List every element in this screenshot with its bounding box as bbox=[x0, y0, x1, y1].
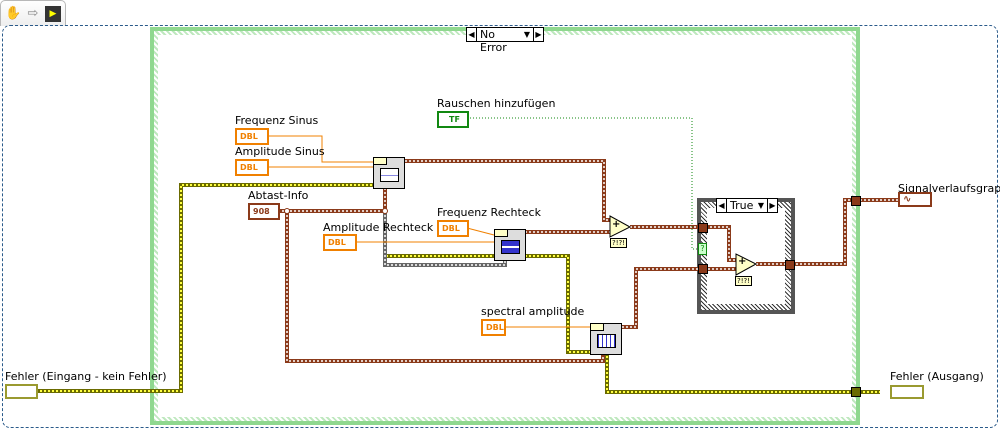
inner-tunnel-1 bbox=[698, 223, 708, 233]
dropdown-arrow-icon[interactable]: ▼ bbox=[523, 30, 530, 39]
numeric-wire bbox=[266, 135, 590, 328]
abtast-info-control[interactable]: 908 bbox=[248, 203, 280, 220]
spectral-amplitude-control[interactable]: DBL bbox=[481, 319, 506, 336]
case-selector-terminal: ? bbox=[698, 243, 707, 255]
add-glyph: + bbox=[738, 256, 747, 267]
inner-tunnel-2 bbox=[698, 264, 708, 274]
abtast-info-label: Abtast-Info bbox=[248, 189, 309, 202]
inner-case-selector[interactable]: ◀ True▼ ▶ bbox=[716, 198, 778, 213]
sine-wave-icon bbox=[380, 168, 399, 182]
run-arrow-icon[interactable]: ⇨ bbox=[27, 6, 39, 21]
amp-rechteck-control[interactable]: DBL bbox=[323, 234, 357, 251]
error-tunnel bbox=[851, 387, 861, 397]
spectrum-icon bbox=[597, 334, 616, 348]
square-waveform-vi[interactable] bbox=[494, 229, 526, 261]
toolbar: ✋ ⇨ ▶ bbox=[0, 0, 66, 26]
add-glyph: + bbox=[612, 219, 621, 230]
freq-rechteck-control[interactable]: DBL bbox=[437, 220, 469, 237]
graph-indicator[interactable]: ∿ bbox=[898, 192, 932, 207]
error-wire bbox=[36, 183, 880, 394]
noise-waveform-vi[interactable] bbox=[590, 323, 622, 355]
square-wave-icon bbox=[501, 240, 520, 254]
add-node-2-options: ?!?! bbox=[735, 276, 753, 286]
rauschen-control[interactable]: TF bbox=[437, 111, 469, 128]
waveform-wire bbox=[278, 159, 898, 363]
amp-rechteck-label: Amplitude Rechteck bbox=[323, 221, 434, 234]
inner-tunnel-out bbox=[785, 260, 795, 270]
freq-sinus-control[interactable]: DBL bbox=[235, 128, 269, 145]
fehler-out-indicator[interactable] bbox=[890, 385, 924, 399]
case-selector[interactable]: ◀ No Error ▼ ▶ bbox=[466, 27, 544, 54]
increment-arrow-icon[interactable]: ▶ bbox=[767, 199, 777, 212]
fehler-in-label: Fehler (Eingang - kein Fehler) bbox=[5, 370, 167, 383]
decrement-arrow-icon[interactable]: ◀ bbox=[717, 199, 727, 212]
highlight-execution-icon[interactable]: ▶ bbox=[45, 6, 61, 22]
dropdown-arrow-icon[interactable]: ▼ bbox=[757, 201, 764, 210]
sine-waveform-vi[interactable] bbox=[373, 157, 405, 189]
freq-sinus-label: Frequenz Sinus bbox=[235, 114, 319, 127]
waveform-tunnel bbox=[851, 196, 861, 206]
increment-arrow-icon[interactable]: ▶ bbox=[533, 28, 543, 41]
hand-icon[interactable]: ✋ bbox=[5, 6, 22, 21]
error-case-structure bbox=[150, 27, 860, 425]
decrement-arrow-icon[interactable]: ◀ bbox=[467, 28, 477, 41]
fehler-in-control[interactable] bbox=[5, 384, 38, 399]
add-node-1-options: ?!?! bbox=[610, 238, 628, 248]
amp-sinus-label: Amplitude Sinus bbox=[235, 145, 325, 158]
spectral-amplitude-label: spectral amplitude bbox=[481, 305, 585, 318]
graph-label: Signalverlaufsgraph bbox=[898, 182, 1000, 195]
fehler-out-label: Fehler (Ausgang) bbox=[890, 370, 984, 383]
freq-rechteck-label: Frequenz Rechteck bbox=[437, 206, 541, 219]
inner-case-selector-value: True bbox=[730, 199, 754, 212]
rauschen-label: Rauschen hinzufügen bbox=[437, 97, 556, 110]
block-diagram-area bbox=[2, 25, 998, 428]
amp-sinus-control[interactable]: DBL bbox=[235, 159, 269, 176]
case-selector-value: No Error bbox=[480, 28, 507, 54]
